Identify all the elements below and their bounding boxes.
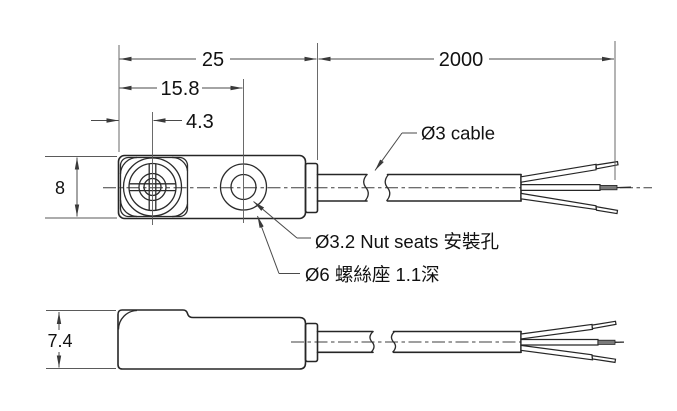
screw-seat-label-text: Ø6 螺絲座 1.1深 [305,264,440,285]
dim-15-8-text: 15.8 [161,78,200,100]
side-body-outline [117,309,307,370]
corner-arc-br [171,203,189,218]
side-cable-collar [304,322,319,363]
dim-4-3-text: 4.3 [186,111,214,133]
side-stripped-wire-tip [597,339,616,345]
cable-collar [304,162,319,214]
dim-2000-text: 2000 [439,49,484,71]
side-view: 7.4 [46,309,625,370]
dim-25-text: 25 [202,49,224,71]
label-cable: Ø3 cable [374,123,495,171]
side-wires [520,320,625,364]
dimension-7-4: 7.4 [46,310,116,369]
top-view: 25 2000 15.8 4.3 8 Ø3 cabl [45,41,652,285]
wires [520,160,632,215]
side-front-radius-arc [117,309,138,330]
label-screw-seat: Ø6 螺絲座 1.1深 [257,215,440,285]
corner-arc-bl [119,199,138,218]
label-nut-seat: Ø3.2 Nut seats 安裝孔 [253,201,499,252]
dim-7-4-text: 7.4 [47,331,72,351]
dimension-2000: 2000 [318,41,616,180]
corner-arc-tr [171,156,189,172]
cable-label-text: Ø3 cable [421,123,495,144]
dimension-15-8: 15.8 [119,78,243,100]
dimension-25: 25 [118,43,318,160]
nut-seat-label-text: Ø3.2 Nut seats 安裝孔 [315,231,499,252]
dim-8-text: 8 [55,178,65,198]
sensing-head-square [119,156,189,218]
sensor-body-outline [117,154,307,220]
dimension-4-3: 4.3 [91,111,214,133]
stripped-wire-tip [599,184,618,191]
corner-arc-tl [119,156,138,175]
dimension-8: 8 [45,156,117,219]
